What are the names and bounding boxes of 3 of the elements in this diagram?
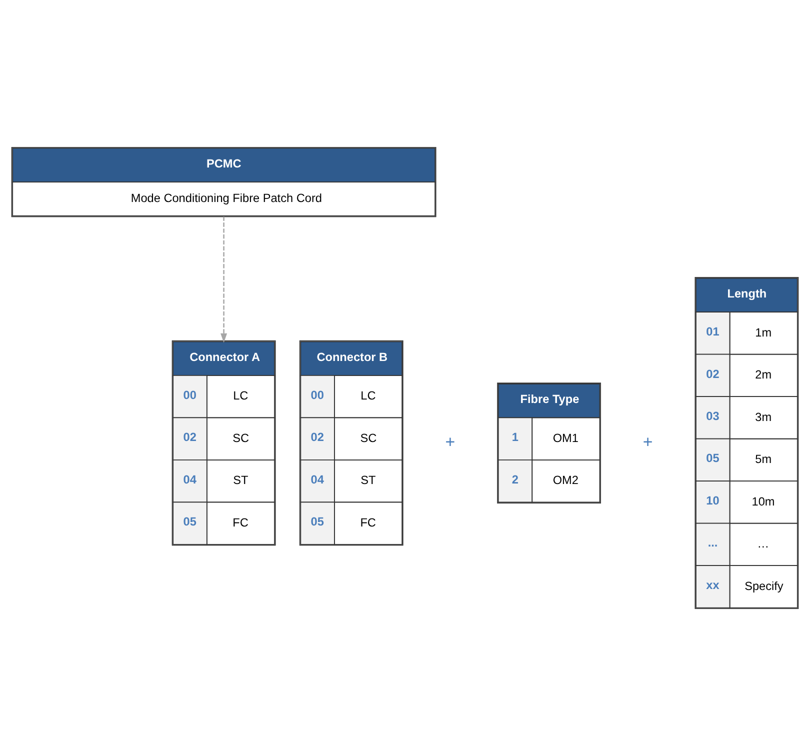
arrow bbox=[220, 216, 228, 342]
label: + bbox=[445, 432, 456, 451]
label: + bbox=[642, 432, 653, 451]
